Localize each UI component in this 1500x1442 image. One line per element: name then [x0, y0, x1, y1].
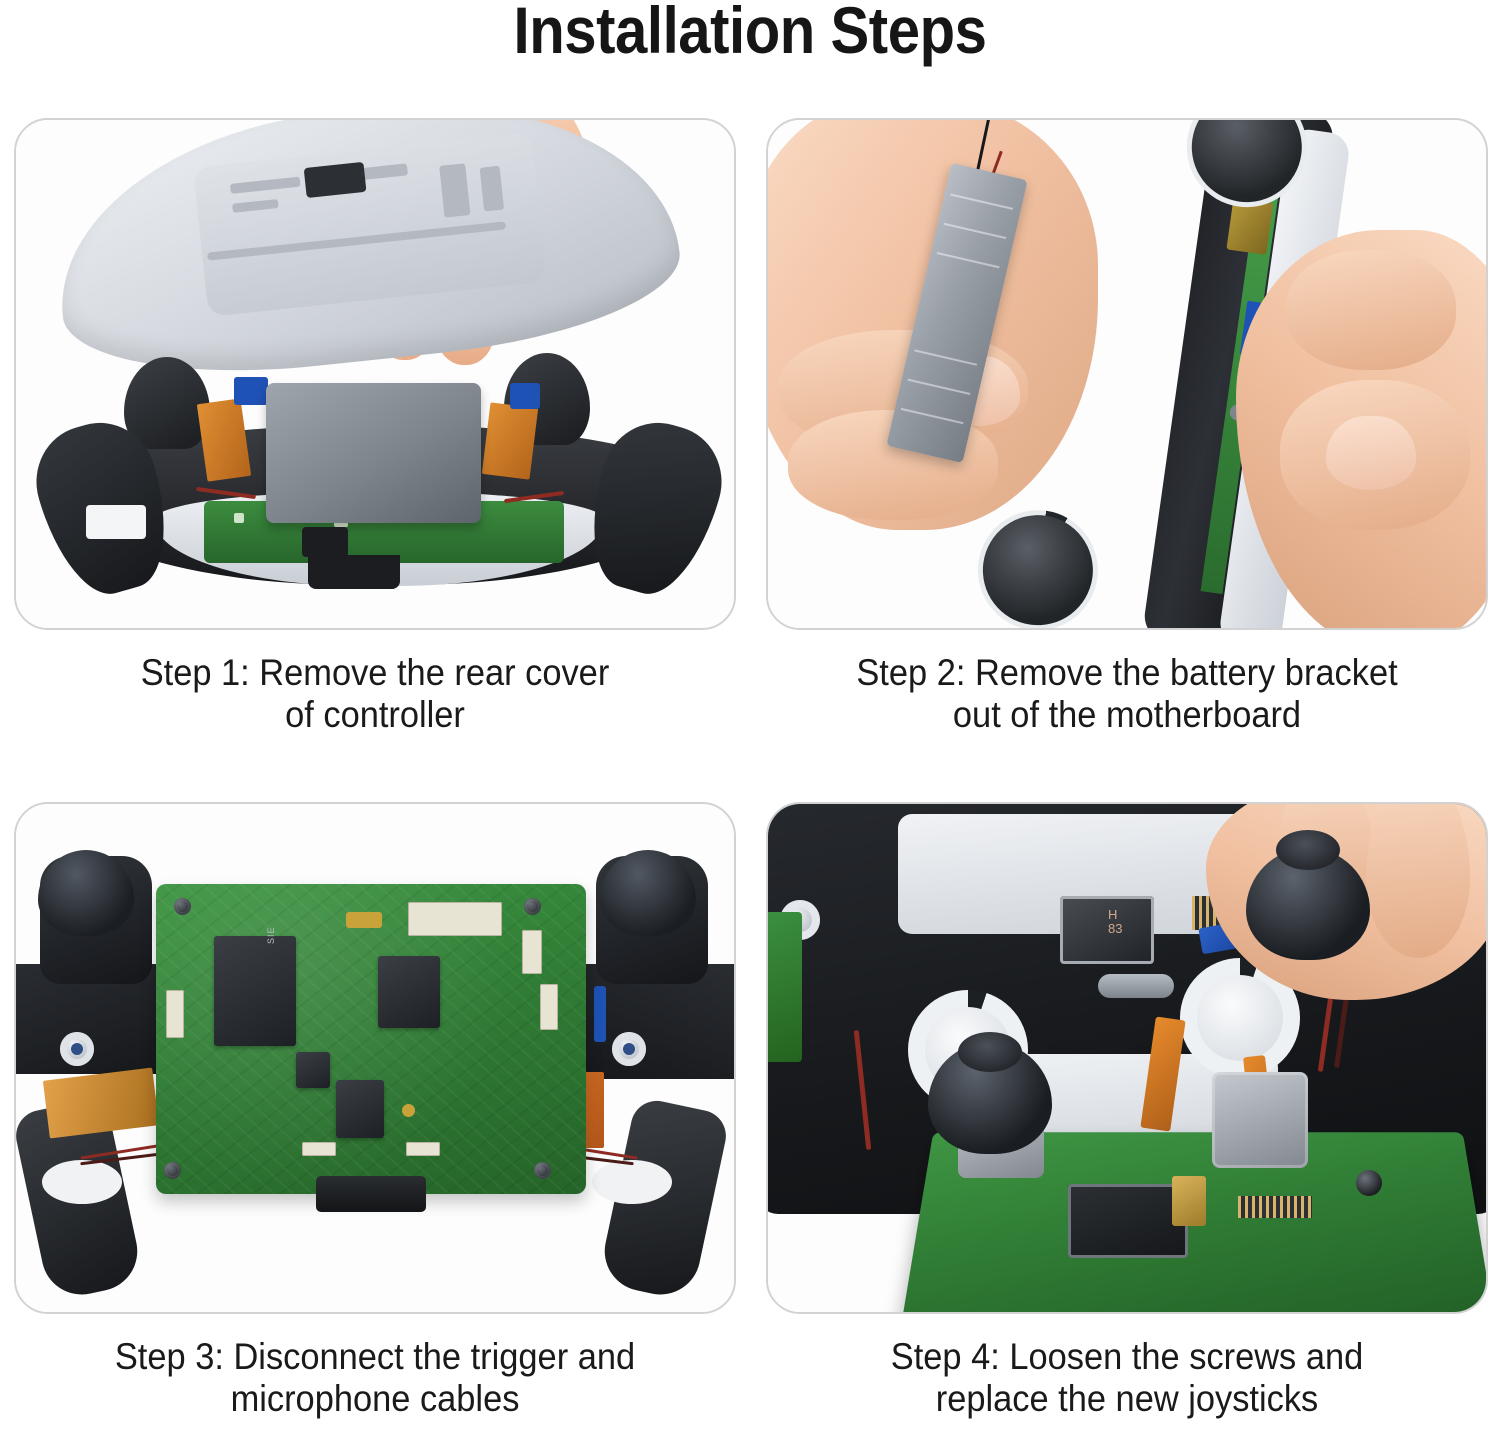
- trigger-connector: [302, 527, 348, 557]
- pcb-pad: [334, 519, 348, 527]
- trigger-cable-connector-left: [302, 1142, 336, 1156]
- right-stick-gear-ring: [1180, 958, 1300, 1078]
- left-flex-connector: [166, 990, 184, 1038]
- left-motor: [42, 1160, 122, 1204]
- bracket-groove: [950, 193, 1014, 210]
- ribbon-cable-right: [481, 402, 539, 480]
- bracket-groove: [914, 349, 978, 366]
- right-stick-gear-face: [1197, 975, 1283, 1061]
- right-motor: [592, 1160, 672, 1204]
- microphone-connector: [522, 930, 542, 974]
- cover-aperture: [303, 161, 367, 198]
- step-card-2: Step 2: Remove the battery bracket out o…: [766, 118, 1488, 736]
- step-card-3: SIE Step 3: Disconnect the trig: [14, 802, 736, 1420]
- steps-grid: Step 1: Remove the rear cover of control…: [0, 118, 1500, 1442]
- shield-can: [1068, 1184, 1188, 1258]
- board-screw: [1356, 1170, 1382, 1196]
- touchpad-connector: [408, 902, 502, 936]
- bracket-groove: [943, 222, 1007, 240]
- step-2-image: [766, 118, 1488, 630]
- left-edge-pcb: [768, 912, 802, 1062]
- left-trigger-ribbon: [42, 1067, 160, 1139]
- left-trigger-wheel: [60, 1032, 94, 1066]
- installed-thumbstick-grip: [958, 1032, 1022, 1072]
- screw-top-right: [524, 898, 541, 915]
- right-thumbstick: [600, 850, 696, 936]
- step-1-scene: [16, 120, 734, 628]
- left-thumbstick: [38, 850, 134, 936]
- trigger-connector-block: [316, 1176, 426, 1212]
- power-chip: [336, 1080, 384, 1138]
- gold-pad: [402, 1104, 415, 1117]
- board-pin-row: [1238, 1196, 1312, 1218]
- step-3-caption: Step 3: Disconnect the trigger and micro…: [114, 1336, 636, 1420]
- secondary-chip: [378, 956, 440, 1028]
- gold-pads: [1172, 1176, 1206, 1226]
- bracket-groove: [936, 251, 1000, 269]
- blue-wire: [594, 986, 606, 1042]
- controller-body: [22, 305, 734, 607]
- blue-component-right: [510, 383, 540, 409]
- usb-c-port: [1098, 974, 1174, 998]
- step-1-caption: Step 1: Remove the rear cover of control…: [140, 652, 610, 736]
- blue-component-left: [234, 377, 268, 405]
- new-thumbstick-grip: [1276, 830, 1340, 870]
- step-2-caption: Step 2: Remove the battery bracket out o…: [856, 652, 1398, 736]
- trigger-cable-connector-right: [406, 1142, 440, 1156]
- left-motor-housing: [86, 505, 146, 539]
- cover-rib: [439, 163, 471, 218]
- fingernail-right: [1326, 416, 1416, 490]
- screw-bottom-left: [164, 1162, 181, 1179]
- screw-top-left: [174, 898, 191, 915]
- step-3-image: SIE: [14, 802, 736, 1314]
- sie-chip-label: SIE: [266, 926, 276, 944]
- finger-thumb: [1366, 804, 1470, 958]
- ribbon-cable-left: [196, 398, 252, 482]
- step-1-image: [14, 118, 736, 630]
- usb-bracket: [308, 555, 400, 589]
- step-card-1: Step 1: Remove the rear cover of control…: [14, 118, 736, 736]
- right-trigger-wheel: [612, 1032, 646, 1066]
- antenna-pad: [346, 912, 382, 928]
- bracket-groove: [900, 407, 964, 425]
- right-grip: [572, 409, 734, 607]
- finger-index-right: [1286, 250, 1456, 370]
- step-2-scene: [768, 120, 1486, 628]
- pcb-pad: [234, 513, 244, 523]
- sie-main-chip: SIE: [214, 926, 296, 1046]
- right-flex-connector: [540, 984, 558, 1030]
- step-4-caption: Step 4: Loosen the screws and replace th…: [890, 1336, 1364, 1420]
- small-chip: [296, 1052, 330, 1088]
- left-trigger: [124, 357, 210, 449]
- step-3-scene: SIE: [16, 804, 734, 1312]
- screw-bottom-right: [534, 1162, 551, 1179]
- right-stick-module: [1212, 1072, 1308, 1168]
- battery-pack: [266, 383, 481, 523]
- bracket-groove: [907, 378, 971, 395]
- page-title: Installation Steps: [513, 0, 987, 67]
